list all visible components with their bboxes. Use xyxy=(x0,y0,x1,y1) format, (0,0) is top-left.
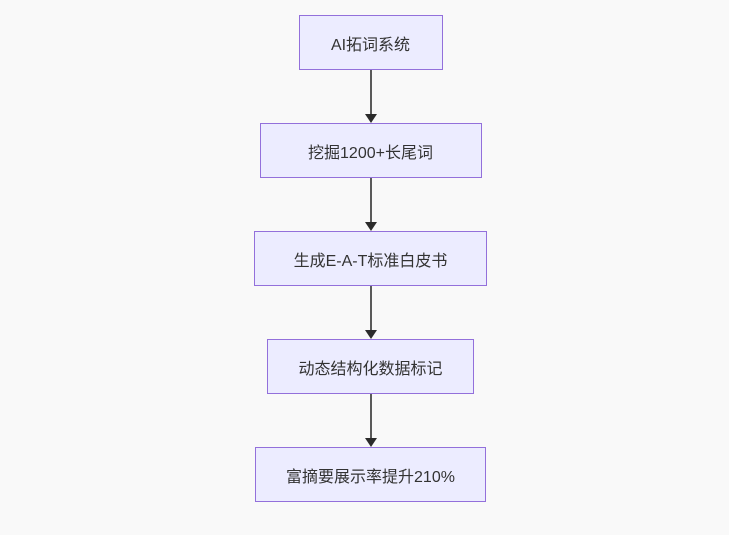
arrow-down-icon xyxy=(364,222,377,231)
arrow-down-icon xyxy=(364,438,377,447)
node-ai-keyword-system: AI拓词系统 xyxy=(298,15,443,70)
node-structured-data-markup: 动态结构化数据标记 xyxy=(267,339,474,394)
arrow-down-icon xyxy=(364,330,377,339)
node-label: AI拓词系统 xyxy=(330,36,411,54)
node-label: 挖掘1200+长尾词 xyxy=(308,144,433,162)
node-label: 富摘要展示率提升210% xyxy=(286,468,455,486)
node-label: 生成E-A-T标准白皮书 xyxy=(293,252,448,270)
flow-connector-3 xyxy=(364,286,377,339)
node-label: 动态结构化数据标记 xyxy=(298,360,443,378)
node-eat-whitepaper: 生成E-A-T标准白皮书 xyxy=(254,231,487,286)
node-rich-snippet-result: 富摘要展示率提升210% xyxy=(255,447,486,502)
flow-connector-1 xyxy=(364,70,377,123)
connector-line xyxy=(369,70,372,114)
connector-line xyxy=(369,178,372,222)
flow-connector-2 xyxy=(364,178,377,231)
flowchart: AI拓词系统 挖掘1200+长尾词 生成E-A-T标准白皮书 动态结构化数据标记 xyxy=(254,15,487,502)
connector-line xyxy=(369,394,372,438)
flow-connector-4 xyxy=(364,394,377,447)
connector-line xyxy=(369,286,372,330)
node-longtail-mining: 挖掘1200+长尾词 xyxy=(259,123,482,178)
arrow-down-icon xyxy=(364,114,377,123)
